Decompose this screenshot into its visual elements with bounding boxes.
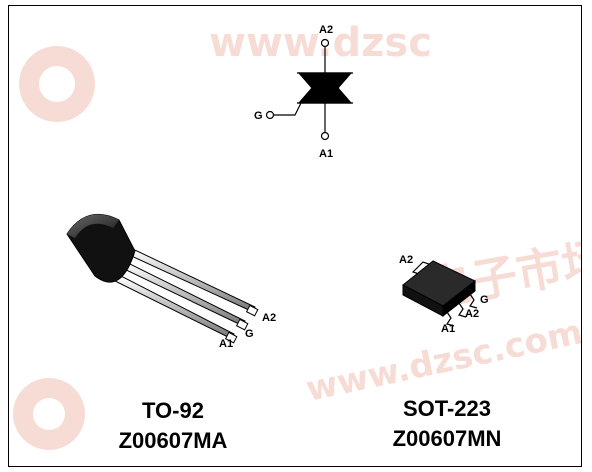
- diagram-frame: www.dzsc 电子市场网 www.dzsc.com A2 A1 G: [8, 5, 582, 467]
- to92-name: TO-92: [142, 398, 204, 423]
- triac-a1-terminal: [320, 131, 330, 141]
- sot223-part-number: Z00607MN: [393, 426, 502, 451]
- to92-lead-a2: [125, 249, 256, 312]
- sot223-label-a2: A2: [465, 308, 479, 320]
- triac-label-a1: A1: [319, 148, 333, 160]
- to92-leads: [111, 249, 259, 344]
- to92-label-a1: A1: [219, 338, 233, 350]
- sot223-lead-a1: [446, 311, 455, 327]
- triac-gate-lead: [274, 102, 302, 116]
- triac-symbol: [265, 38, 353, 141]
- triac-a2-terminal: [320, 38, 330, 48]
- sot223-label-tab-a2: A2: [399, 254, 413, 266]
- watermark-text-top: www.dzsc: [209, 20, 432, 66]
- sot223-label-g: G: [480, 294, 489, 306]
- sot223-body-side: [442, 279, 476, 318]
- sot223-label-a1: A1: [441, 323, 455, 335]
- triac-g-terminal: [265, 110, 275, 120]
- watermark-logo-bottom: [13, 378, 85, 450]
- to92-label-a2: A2: [262, 312, 276, 324]
- sot223-lead-g: [469, 293, 478, 309]
- sot223-lead-a2: [458, 302, 467, 318]
- sot223-package: [402, 260, 478, 327]
- diagram-canvas: www.dzsc 电子市场网 www.dzsc.com A2 A1 G: [13, 20, 581, 453]
- to92-part-number: Z00607MA: [119, 428, 228, 453]
- triac-label-g: G: [254, 110, 263, 122]
- to92-package: [66, 213, 259, 344]
- sot223-name: SOT-223: [403, 396, 491, 421]
- to92-label-g: G: [245, 328, 254, 340]
- to92-body-highlight: [67, 214, 119, 238]
- triac-label-a2: A2: [319, 24, 333, 36]
- watermark-logo-top: [19, 46, 95, 122]
